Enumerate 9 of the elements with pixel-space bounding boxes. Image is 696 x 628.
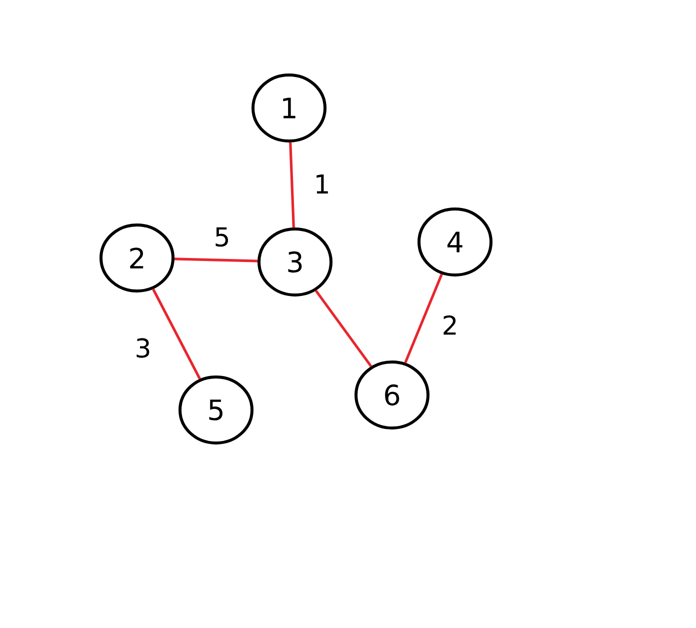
edge-label: 5 [212,226,232,248]
connector-line [152,288,201,380]
connector-line [174,258,258,262]
edge-label: 1 [312,174,332,194]
connector-line [314,290,372,368]
connector-line [404,274,443,364]
edge-label: 3 [134,337,152,359]
connector-line [289,142,295,228]
edge-label: 2 [440,314,460,336]
